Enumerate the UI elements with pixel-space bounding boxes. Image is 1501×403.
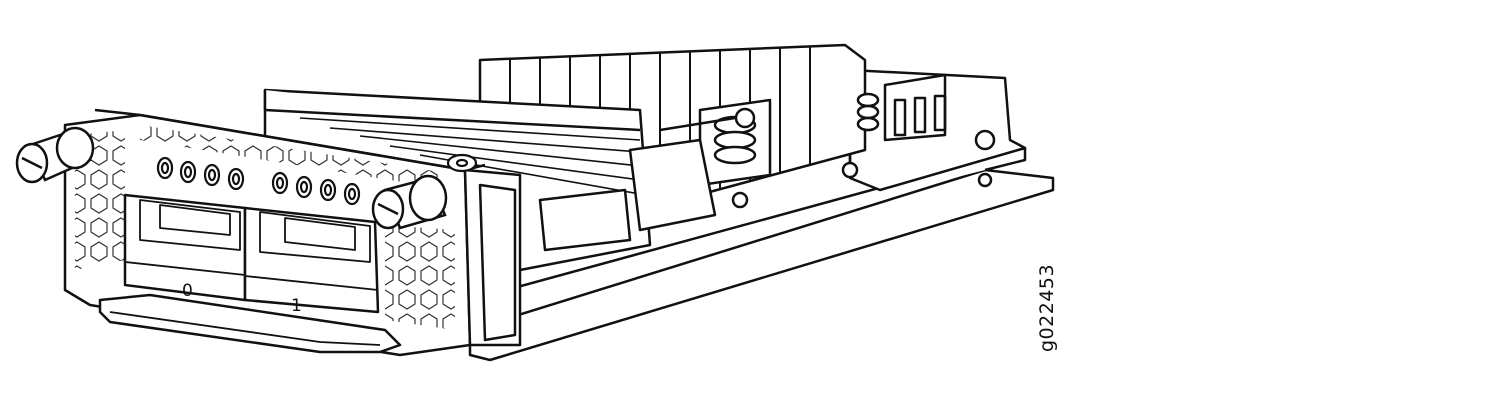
led-indicator — [179, 160, 197, 184]
captive-screw-right — [371, 174, 448, 230]
led-indicator — [156, 156, 174, 180]
led-indicator — [203, 163, 221, 187]
led-indicator — [271, 171, 289, 195]
port-label-0: 0 — [182, 281, 193, 301]
figure-id-label: g022453 — [1036, 264, 1058, 352]
captive-screw-left — [15, 126, 95, 184]
sfp-port-0 — [123, 193, 247, 302]
base-board — [468, 68, 1055, 362]
led-indicator — [319, 178, 337, 202]
handle — [98, 293, 402, 354]
screw-head — [446, 153, 478, 173]
led-indicator — [343, 182, 361, 206]
port-label-1: 1 — [291, 296, 302, 316]
sfp-port-1 — [243, 206, 380, 314]
sfp-cage — [263, 88, 717, 272]
led-indicator — [295, 175, 313, 199]
led-indicator — [227, 167, 245, 191]
led-row — [156, 156, 361, 206]
